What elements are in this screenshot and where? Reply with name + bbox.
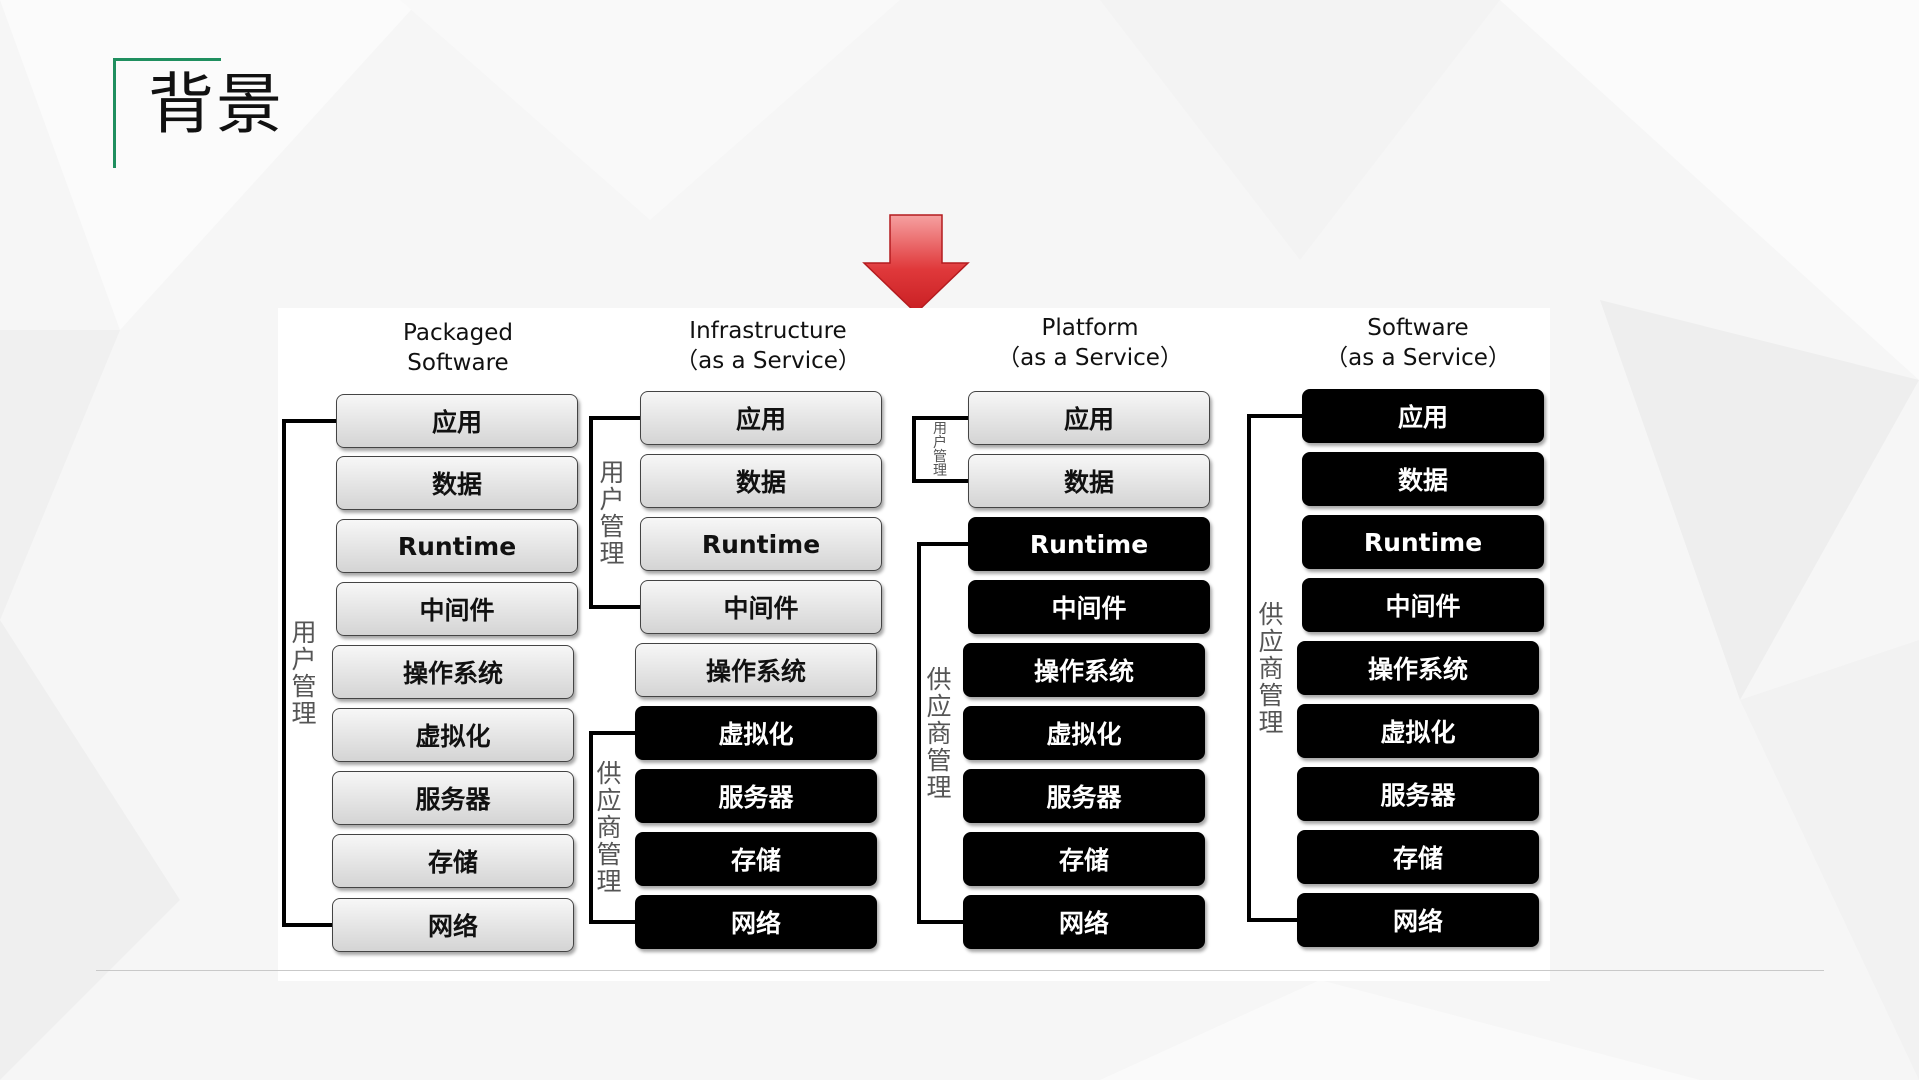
layer-box: 操作系统 (635, 643, 877, 697)
layer-box: 操作系统 (332, 645, 574, 699)
column-header-iaas: Infrastructure （as a Service） (668, 316, 868, 376)
layer-box: 服务器 (1297, 767, 1539, 821)
layer-box: Runtime (968, 517, 1210, 571)
layer-box: Runtime (640, 517, 882, 571)
header-line: Packaged (403, 320, 513, 346)
header-line: Software (1367, 315, 1469, 341)
layer-box: 应用 (968, 391, 1210, 445)
layer-box: 服务器 (963, 769, 1205, 823)
management-group-label: 供应商管理 (926, 665, 952, 802)
layer-box: 服务器 (332, 771, 574, 825)
layer-box: 中间件 (968, 580, 1210, 634)
red-down-arrow-icon (862, 214, 970, 315)
header-line: Infrastructure (689, 318, 847, 344)
layer-box: 应用 (336, 394, 578, 448)
layer-box: 操作系统 (963, 643, 1205, 697)
management-bracket-line (1247, 414, 1302, 922)
management-brackets (282, 414, 1302, 927)
header-line: （as a Service） (675, 348, 861, 374)
layer-box: 虚拟化 (332, 708, 574, 762)
title-accent-bracket (113, 58, 221, 168)
layer-box: 存储 (332, 834, 574, 888)
layer-box: 网络 (635, 895, 877, 949)
header-line: Platform (1041, 315, 1139, 341)
layer-box: Runtime (336, 519, 578, 573)
layer-box: 网络 (1297, 893, 1539, 947)
layer-box: Runtime (1302, 515, 1544, 569)
management-group-label: 用户管理 (291, 618, 317, 728)
column-header-packaged: Packaged Software (358, 318, 558, 378)
management-group-label: 供应商管理 (596, 759, 622, 896)
layer-box: 网络 (963, 895, 1205, 949)
header-line: （as a Service） (997, 345, 1183, 371)
layer-box: 服务器 (635, 769, 877, 823)
management-bracket-line (917, 542, 968, 924)
layer-box: 应用 (1302, 389, 1544, 443)
layer-box: 操作系统 (1297, 641, 1539, 695)
management-bracket-line (589, 731, 635, 924)
layer-box: 存储 (635, 832, 877, 886)
layer-box: 中间件 (640, 580, 882, 634)
column-header-paas: Platform （as a Service） (990, 313, 1190, 373)
layer-box: 存储 (963, 832, 1205, 886)
layer-box: 数据 (1302, 452, 1544, 506)
layer-box: 数据 (640, 454, 882, 508)
management-bracket-line (589, 416, 640, 609)
layer-box: 数据 (336, 456, 578, 510)
layer-box: 数据 (968, 454, 1210, 508)
layer-box: 虚拟化 (635, 706, 877, 760)
layer-box: 虚拟化 (1297, 704, 1539, 758)
management-bracket-line (282, 419, 336, 927)
layer-box: 网络 (332, 898, 574, 952)
layer-box: 应用 (640, 391, 882, 445)
footer-divider (96, 970, 1824, 971)
cloud-service-model-diagram: Packaged Software Infrastructure （as a S… (278, 308, 1550, 981)
layer-box: 中间件 (336, 582, 578, 636)
management-group-label: 用户管理 (933, 421, 947, 479)
management-group-label: 供应商管理 (1258, 600, 1284, 737)
layer-box: 中间件 (1302, 578, 1544, 632)
header-line: （as a Service） (1325, 345, 1511, 371)
layer-box: 存储 (1297, 830, 1539, 884)
column-header-saas: Software （as a Service） (1318, 313, 1518, 373)
header-line: Software (407, 350, 509, 376)
management-group-label: 用户管理 (599, 458, 625, 568)
management-bracket-line (912, 416, 968, 483)
page-title: 背景 (148, 66, 284, 143)
layer-box: 虚拟化 (963, 706, 1205, 760)
